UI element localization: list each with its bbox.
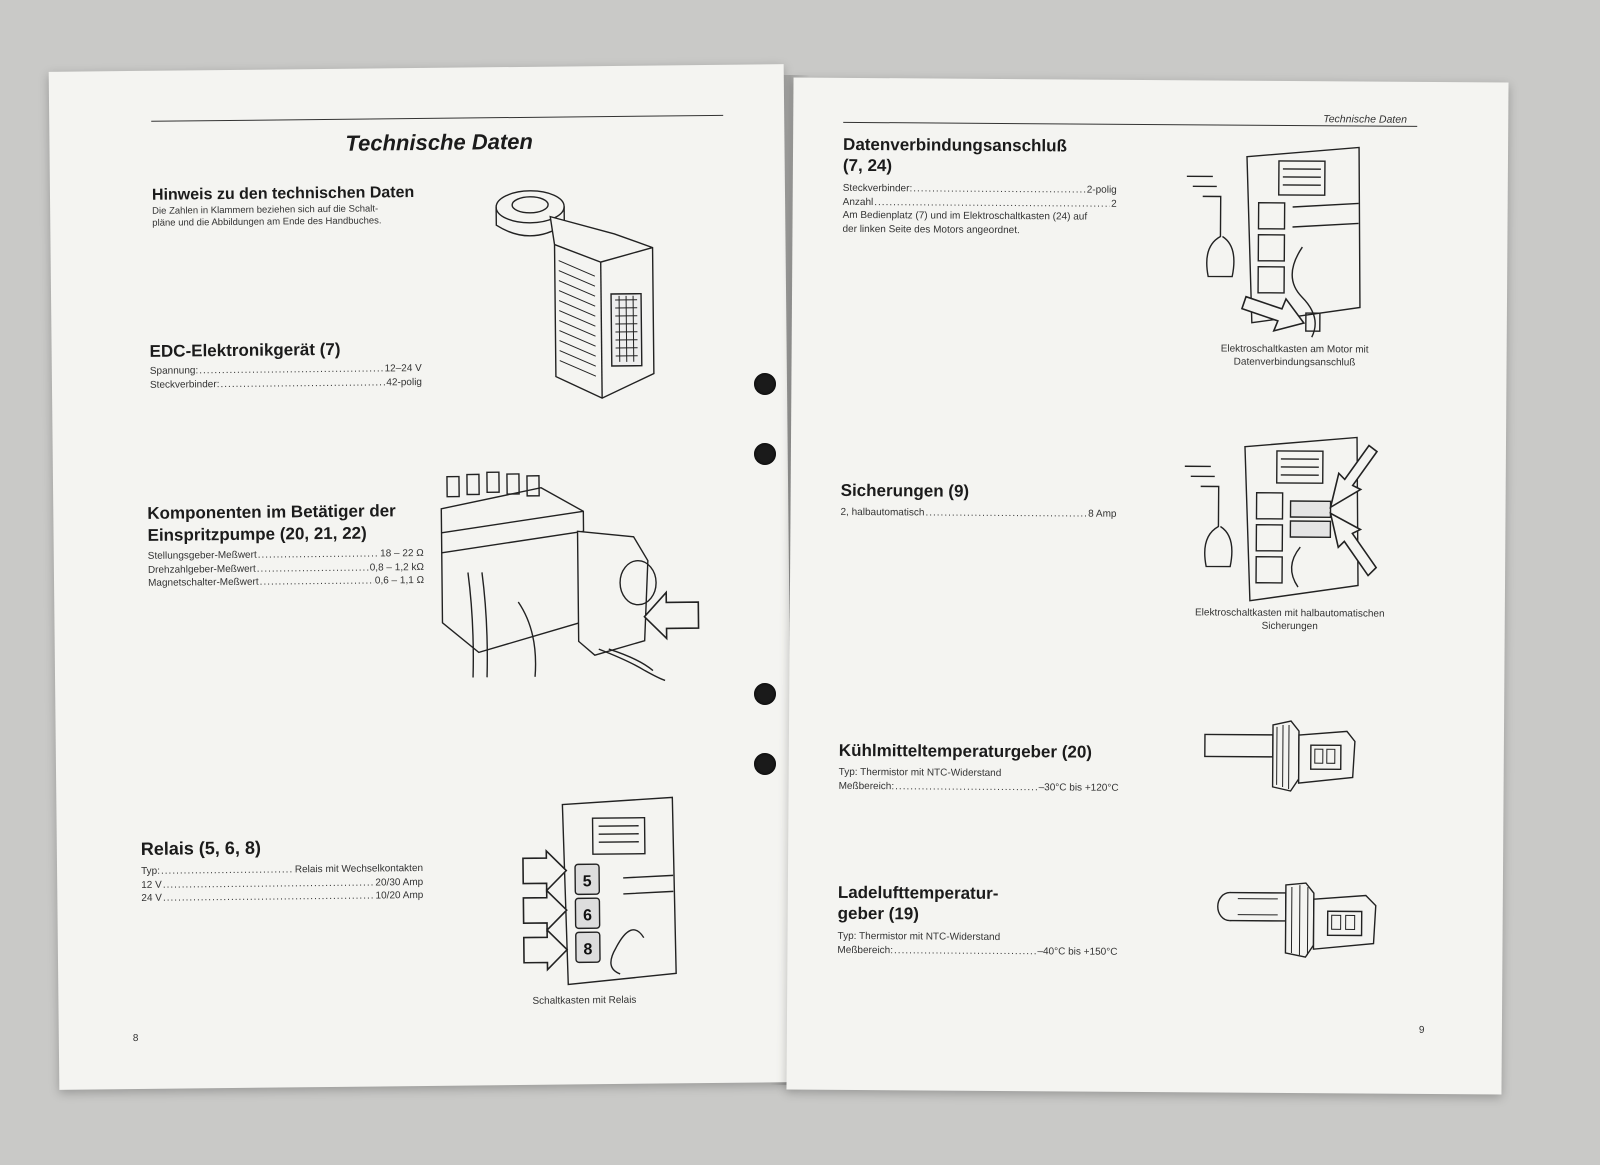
relay-number: 6 xyxy=(583,907,592,924)
caption-line: Elektroschaltkasten mit halbautomatische… xyxy=(1194,607,1385,620)
heading-line: Komponenten im Betätiger der xyxy=(147,501,396,523)
hinweis-heading: Hinweis zu den technischen Daten xyxy=(151,184,415,204)
spec-label: Stellungsgeber-Meßwert xyxy=(147,549,257,562)
relay-number: 5 xyxy=(583,873,592,890)
relais-heading: Relais (5, 6, 8) xyxy=(140,837,261,859)
relais-specs: Typ: Relais mit Wechselkontakten 12 V 20/3… xyxy=(141,862,423,905)
daten-text-line: Am Bedienplatz (7) und im Elektroschaltk… xyxy=(842,209,1088,223)
page-number-right: 9 xyxy=(1418,1024,1425,1036)
coolant-temperature-sensor-illustration xyxy=(1202,720,1359,803)
spec-value: 8 Amp xyxy=(1088,508,1117,520)
heading-line: geber (19) xyxy=(837,903,920,924)
spec-row: Meßbereich: –30°C bis +120°C xyxy=(839,779,1119,794)
spec-value: 10/20 Amp xyxy=(375,889,424,902)
edc-heading: EDC-Elektronikgerät (7) xyxy=(149,339,341,361)
heading-line: (7, 24) xyxy=(842,155,893,176)
relais-caption: Schaltkasten mit Relais xyxy=(532,994,637,1007)
spec-row: Meßbereich: –40°C bis +150°C xyxy=(837,943,1117,958)
spec-value: 18 – 22 Ω xyxy=(380,547,424,560)
page-number-left: 8 xyxy=(132,1032,139,1045)
relay-6: 6 xyxy=(575,898,599,928)
edc-specs: Spannung: 12–24 V Steckverbinder: 42-polig xyxy=(150,362,422,392)
spec-value: Relais mit Wechselkontakten xyxy=(294,863,424,876)
heading-line: Datenverbindungsanschluß xyxy=(843,134,1068,156)
page-title: Technische Daten xyxy=(345,128,534,156)
spec-label: Magnetschalter-Meßwert xyxy=(147,576,259,589)
caption-line: Datenverbindungsanschluß xyxy=(1233,356,1356,369)
spec-value: –30°C bis +120°C xyxy=(1038,781,1119,794)
edc-control-unit-illustration xyxy=(494,183,666,405)
spec-row: 2, halbautomatisch 8 Amp xyxy=(840,506,1116,521)
sicherungen-caption: Elektroschaltkasten mit halbautomatische… xyxy=(1170,606,1410,634)
spec-label: Steckverbinder: xyxy=(842,182,913,195)
hinweis-text: Die Zahlen in Klammern beziehen sich auf… xyxy=(152,203,381,229)
heading-line: Einspritzpumpe (20, 21, 22) xyxy=(147,523,367,545)
komponenten-heading: Komponenten im Betätiger der Einspritzpu… xyxy=(147,500,396,547)
spec-label: 12 V xyxy=(141,879,162,891)
spec-label: Steckverbinder: xyxy=(149,378,220,391)
running-head: Technische Daten xyxy=(1323,113,1407,126)
daten-caption: Elektroschaltkasten am Motor mit Datenve… xyxy=(1180,342,1410,370)
electrical-box-fuses-illustration xyxy=(1180,436,1401,608)
relay-5: 5 xyxy=(575,864,599,894)
ladeluft-specs: Typ: Thermistor mit NTC-Widerstand Meßbe… xyxy=(837,930,1117,959)
kuehlmittel-specs: Typ: Thermistor mit NTC-Widerstand Meßbe… xyxy=(839,766,1119,795)
spec-row: Steckverbinder: 42-polig xyxy=(150,375,422,391)
spec-value: 20/30 Amp xyxy=(375,876,424,888)
daten-specs: Steckverbinder: 2-polig Anzahl 2 Am Bedien… xyxy=(842,182,1116,238)
spec-label: Spannung: xyxy=(149,365,199,377)
sicherungen-specs: 2, halbautomatisch 8 Amp xyxy=(840,506,1116,521)
hinweis-text-line: pläne und die Abbildungen am Ende des Ha… xyxy=(152,215,382,229)
left-page: Technische Daten Hinweis zu den technisc… xyxy=(48,64,795,1090)
electrical-box-data-connector-illustration xyxy=(1182,146,1403,338)
spec-row: Magnetschalter-Meßwert 0,6 – 1,1 Ω xyxy=(148,574,424,590)
spec-label: Meßbereich: xyxy=(838,780,895,792)
spec-label: Typ: xyxy=(141,865,161,877)
heading-line: Ladelufttemperatur- xyxy=(837,882,999,903)
charge-air-temperature-sensor-illustration xyxy=(1215,882,1382,967)
spec-value: 0,6 – 1,1 Ω xyxy=(374,574,425,587)
daten-heading: Datenverbindungsanschluß (7, 24) xyxy=(843,134,1067,178)
spec-value: 2-polig xyxy=(1086,184,1117,196)
punch-hole xyxy=(754,443,776,465)
spec-value: 0,8 – 1,2 kΩ xyxy=(369,561,424,574)
injection-pump-illustration xyxy=(437,470,699,683)
kuehlmittel-heading: Kühlmitteltemperaturgeber (20) xyxy=(838,740,1093,762)
caption-line: Sicherungen xyxy=(1261,620,1318,633)
punch-hole xyxy=(754,373,776,395)
komponenten-specs: Stellungsgeber-Meßwert 18 – 22 Ω Drehzahl… xyxy=(148,547,424,590)
spec-label: Meßbereich: xyxy=(837,944,894,956)
spec-value: 12–24 V xyxy=(384,362,422,375)
header-rule xyxy=(151,114,724,122)
spec-label: 2, halbautomatisch xyxy=(840,506,925,519)
spec-value: 2 xyxy=(1111,198,1117,210)
spec-label: 24 V xyxy=(141,892,162,904)
sicherungen-heading: Sicherungen (9) xyxy=(840,480,970,501)
spec-value: –40°C bis +150°C xyxy=(1037,945,1118,958)
spec-label: Drehzahlgeber-Meßwert xyxy=(147,563,256,576)
daten-text-line: der linken Seite des Motors angeordnet. xyxy=(842,223,1020,236)
spec-row: 24 V 10/20 Amp xyxy=(141,889,423,905)
spec-value: 42-polig xyxy=(386,376,423,388)
relay-number: 8 xyxy=(583,941,592,958)
right-page: Technische Daten Datenverbindungsanschlu… xyxy=(786,77,1509,1095)
relay-8: 8 xyxy=(576,932,600,962)
relay-box-illustration: 5 6 8 xyxy=(522,797,694,989)
spec-label: Anzahl xyxy=(842,196,874,208)
punch-hole xyxy=(754,753,776,775)
punch-hole xyxy=(754,683,776,705)
ladeluft-heading: Ladelufttemperatur- geber (19) xyxy=(838,882,999,925)
